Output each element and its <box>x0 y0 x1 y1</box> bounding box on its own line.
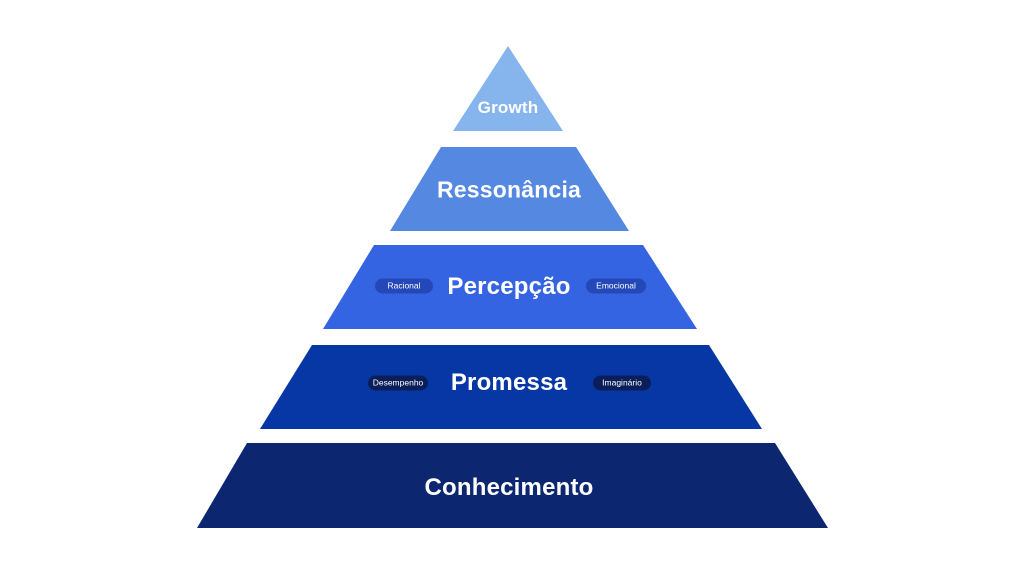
tier-promessa-label: Promessa <box>450 369 568 396</box>
pill-desempenho: Desempenho <box>368 375 428 391</box>
tier-ressonancia-shape <box>390 147 629 231</box>
tier-promessa-shape <box>260 345 762 429</box>
tier-conhecimento-shape <box>197 443 828 528</box>
tier-conhecimento-label: Conhecimento <box>424 474 594 501</box>
pill-racional: Racional <box>375 278 433 294</box>
tier-percepcao-label: Percepção <box>447 273 571 300</box>
pill-emocional: Emocional <box>586 278 646 294</box>
tier-growth-label: Growth <box>477 98 539 117</box>
tier-ressonancia-label: Ressonância <box>436 176 582 203</box>
tier-growth-shape <box>453 46 563 131</box>
pill-imaginario: Imaginário <box>593 375 651 391</box>
tier-percepcao-shape <box>323 245 697 329</box>
